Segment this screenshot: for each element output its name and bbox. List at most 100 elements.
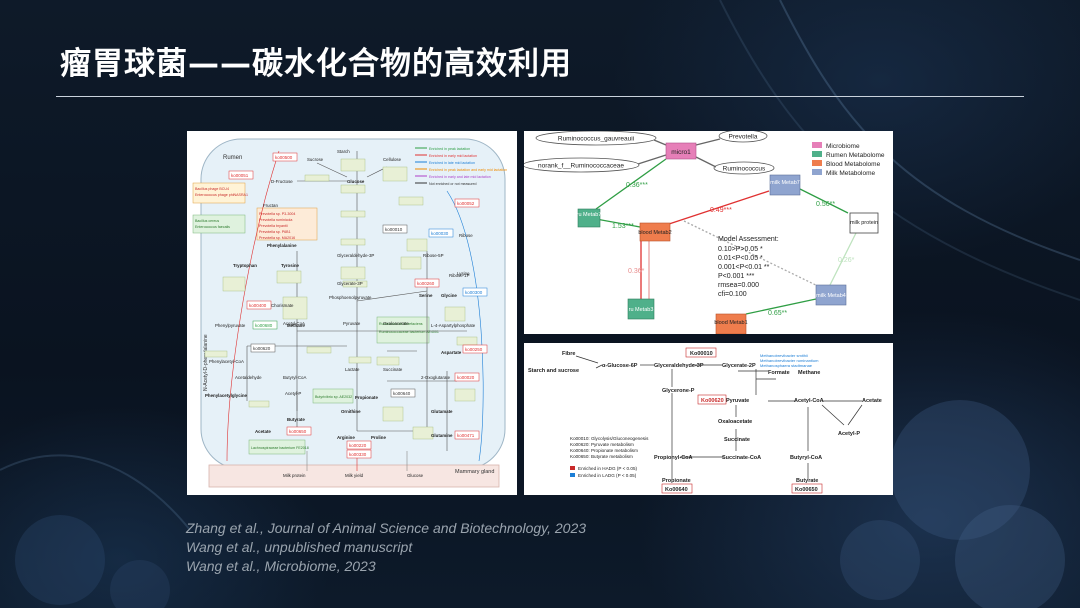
legend1-item: Enriched in peak lactation	[429, 147, 470, 151]
node-label: ru Metab3	[629, 307, 654, 313]
metabolite: Cellulose	[383, 157, 402, 162]
ko-label: Ko00640	[665, 487, 688, 493]
sem-edge	[799, 188, 849, 214]
node-blood-metab1	[715, 313, 747, 334]
sem-edge	[695, 156, 717, 168]
figure1-taxa: Bacillus phage BCU4 Enterococcus phage p…	[192, 182, 439, 455]
metabolite: Acetyl-P	[285, 391, 301, 396]
ko-label: ko00300	[465, 290, 483, 295]
legend-label: Blood Metabolome	[826, 161, 881, 168]
taxon-label: Enterococcus faecalis	[195, 225, 230, 229]
sem-coefficients: 0.36*** 1.53*** 0.49*** 0.56** 0.36* 0.2…	[612, 182, 855, 317]
coef-label: 0.26*	[838, 257, 855, 264]
metabolite: Acetyl-CoA	[794, 398, 824, 404]
sem-edge	[637, 154, 667, 165]
citation-item: Wang et al., unpublished manuscript	[186, 539, 413, 555]
node-label: milk protein	[850, 220, 878, 226]
metabolite: Aspartate	[441, 350, 462, 355]
metabolite: Glycerate-2P	[722, 363, 756, 369]
legend-swatch	[812, 169, 822, 175]
taxon-label: Prevotella sp. P6B1	[259, 230, 291, 234]
legend1-item: Enriched in peak lactation and early mid…	[429, 168, 507, 172]
metabolite: Chorismate	[271, 303, 294, 308]
taxon-label: Bacillus cereus	[195, 219, 219, 223]
ko-legend-line: Ko00640: Propionate metabolism	[570, 448, 638, 453]
metabolite: Phenylacetyl-CoA	[209, 359, 244, 364]
sem-edge	[695, 138, 721, 146]
legend1-item: Not enriched or not measured	[429, 182, 477, 186]
model-assessment: Model Assessment: 0.10>P>0.05 * 0.01<P<0…	[718, 236, 779, 298]
ko-label: ko00052	[457, 201, 475, 206]
node-label: micro1	[671, 149, 691, 156]
taxon-ellipse	[535, 131, 657, 146]
node-label: blood Metab2	[638, 230, 671, 236]
metabolite: Arginine	[337, 435, 355, 440]
sem-nodes: micro1 ru Metab7 blood Metab2 ru Metab3 …	[577, 142, 879, 334]
metabolite-labels: Starch Cellulose Sucrose D-Fructose Gluc…	[205, 149, 476, 478]
coef-label: 0.56**	[816, 201, 835, 208]
taxon-ellipse	[713, 161, 775, 175]
node-milk-protein	[849, 212, 879, 234]
legend-label: Rumen Metabolome	[826, 152, 885, 159]
metabolite: Ornithine	[341, 409, 361, 414]
citation-item: Wang et al., Microbiome, 2023	[186, 558, 376, 574]
metabolite: Succinate	[383, 367, 403, 372]
taxon-label: Butyrivibrio sp. AE2032	[315, 395, 352, 399]
metabolite: Methane	[287, 323, 305, 328]
metabolite: D-Fructose	[271, 179, 293, 184]
metabolite: Tyrosine	[281, 263, 300, 268]
metabolite: Glycerone-P	[662, 388, 695, 394]
legend-swatch	[812, 142, 822, 148]
metabolite: Pyruvate	[343, 321, 361, 326]
methanogen-label: Methanosphaera stadtmanae	[760, 363, 813, 368]
metabolite: 2-Oxoglutarate	[421, 375, 451, 380]
sem-edge	[653, 139, 667, 146]
taxon-label: Ruminococcus flavefaciens	[379, 322, 423, 326]
taxon-label: Ruminococcaceae bacterium AE4001	[379, 330, 439, 334]
pathway-labels: ko00500 ko00051 ko00052 ko00010 ko00030 …	[228, 152, 488, 459]
metabolite: Tryptophan	[233, 263, 257, 268]
node-label: milk Metab4	[816, 293, 846, 299]
assessment-line: P<0.001 ***	[718, 273, 755, 280]
sem-edge	[827, 232, 857, 290]
metabolite: Butyryl-CoA	[283, 375, 306, 380]
metabolite: Phenylacetylglycine	[205, 393, 248, 398]
metabolite: Ribose	[459, 233, 473, 238]
taxon-label: Prevotella bryantii	[259, 224, 288, 228]
figure1-arrows	[226, 150, 484, 471]
ko-label: ko00220	[349, 443, 367, 448]
taxon-label: Bacillus phage BCU4	[195, 187, 229, 191]
rumen-pathway-figure: Rumen Mammary gland N-Acetyl-D-phenylala…	[187, 131, 517, 495]
ko-label: ko00051	[231, 173, 249, 178]
metabolite: Acetyl-P	[838, 431, 860, 437]
assessment-title: Model Assessment:	[718, 236, 779, 243]
fermentation-pathway-figure: Fibre Starch and sucrose α-Glucose-6P Gl…	[524, 343, 893, 495]
ko-label: ko00500	[275, 155, 293, 160]
metabolite: Phosphoenolpyruvate	[329, 295, 372, 300]
ko-label: ko00020	[457, 375, 475, 380]
metabolite: Glyceraldehyde-3P	[337, 253, 374, 258]
metabolite: Succinate	[724, 437, 750, 443]
legend-swatch	[812, 160, 822, 166]
figure2-legend: Microbiome Rumen Metabolome Blood Metabo…	[812, 142, 885, 177]
figure3-text: Fibre Starch and sucrose α-Glucose-6P Gl…	[528, 347, 882, 494]
taxon-ellipse	[524, 157, 640, 173]
ko-legend-line: Ko00650: Butyrate metabolism	[570, 454, 633, 459]
metabolite: Succinate-CoA	[722, 455, 761, 461]
ko-label: ko00330	[349, 452, 367, 457]
legend-label: Microbiome	[826, 143, 860, 150]
node-milk-metab7	[769, 174, 801, 196]
metabolite: Fructan	[263, 203, 278, 208]
sem-edge	[595, 218, 641, 228]
figure1-legend: Enriched in peak lactation Enriched in e…	[415, 147, 507, 186]
coef-label: 0.49***	[710, 207, 732, 214]
metabolite: Methane	[798, 370, 820, 376]
metabolite: Starch	[337, 149, 350, 154]
metabolite: Glycine	[441, 293, 457, 298]
assessment-line: rmsea=0.000	[718, 282, 759, 289]
metabolite: Propionate	[662, 478, 691, 484]
metabolite: Butyryl-CoA	[790, 455, 822, 461]
metabolite: Butyrate	[287, 417, 305, 422]
metabolite: Glutamate	[431, 409, 453, 414]
legend1-item: Enriched in late mid lactation	[429, 161, 475, 165]
